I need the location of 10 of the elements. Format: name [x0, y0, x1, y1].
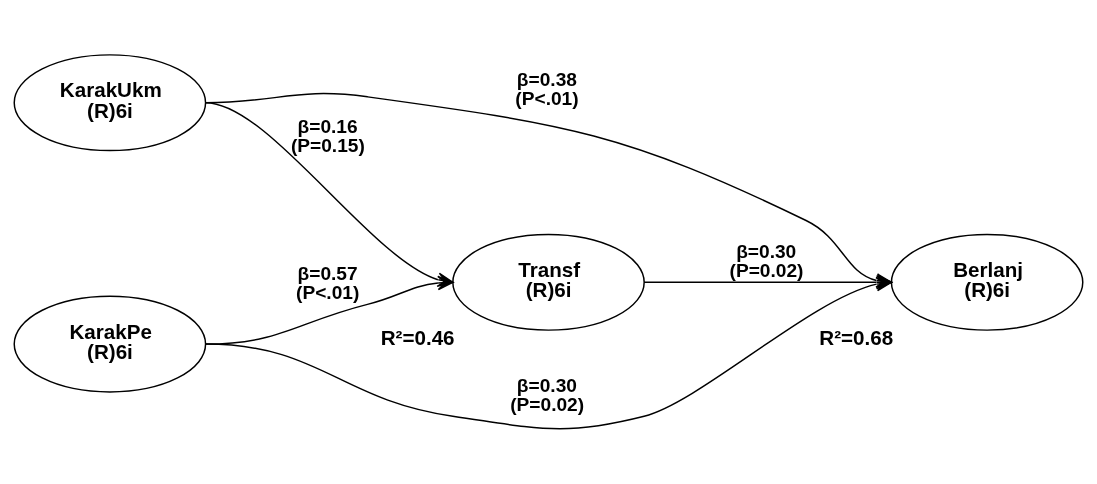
node-ellipse: KarakPe (R)6i	[13, 295, 207, 393]
node-ellipse: Transf (R)6i	[452, 233, 645, 331]
node-label: R²=0.46	[380, 326, 455, 350]
edge-label: β=0.38 (P<.01)	[515, 68, 579, 109]
node-ellipse: Berlanj (R)6i	[890, 233, 1084, 331]
node-ellipse: KarakUkm (R)6i	[13, 54, 207, 152]
edge-label: β=0.30 (P=0.02)	[510, 374, 585, 415]
edge-label: β=0.16 (P=0.15)	[290, 115, 365, 156]
edge-label: β=0.57 (P<.01)	[296, 262, 360, 304]
edge-label: β=0.30 (P=0.02)	[729, 240, 804, 281]
